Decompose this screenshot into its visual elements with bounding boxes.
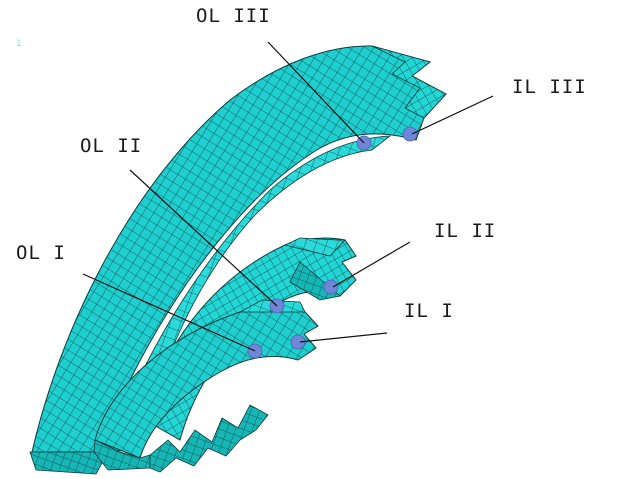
node-il-ii <box>323 279 339 295</box>
label-ol-i: OL I <box>16 242 66 264</box>
leader-ol-ii <box>129 169 278 307</box>
label-ol-ii: OL II <box>80 135 142 157</box>
corner-mark: 1 <box>16 39 21 49</box>
leader-ol-i <box>82 273 256 352</box>
leader-il-ii <box>332 241 411 288</box>
outer-segment <box>29 45 447 475</box>
inner-segment <box>93 299 319 473</box>
label-il-iii: IL III <box>512 76 587 98</box>
leader-il-i <box>299 332 388 343</box>
node-il-iii <box>402 126 418 142</box>
label-il-i: IL I <box>404 300 454 322</box>
leader-ol-iii <box>267 41 365 144</box>
label-il-ii: IL II <box>434 220 496 242</box>
label-ol-iii: OL III <box>196 5 271 27</box>
leader-il-iii <box>411 95 494 135</box>
